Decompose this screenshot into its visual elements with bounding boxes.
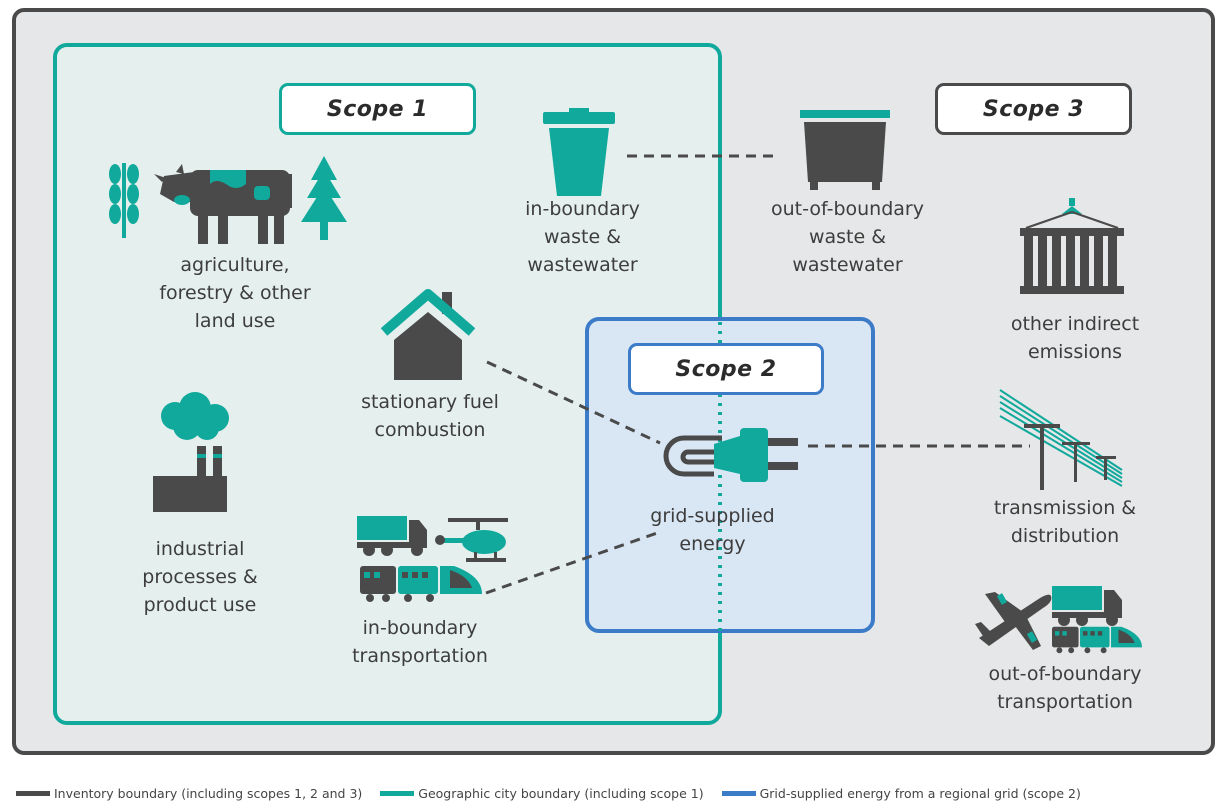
house-icon [380, 289, 476, 380]
scope-1-label: Scope 1 [279, 83, 476, 135]
trash-bin-icon [543, 108, 615, 196]
legend-swatch [721, 790, 756, 796]
container-icon [1020, 198, 1124, 294]
wheat-icon [109, 163, 139, 238]
legend-item-inventory: Inventory boundary (including scopes 1, … [16, 786, 362, 801]
out-of-boundary-transportation-label: out-of-boundary transportation [988, 663, 1142, 713]
truck-icon [357, 516, 427, 556]
transmission-distribution-label: transmission & distribution [993, 497, 1137, 547]
legend-item-city: Geographic city boundary (including scop… [380, 785, 704, 801]
tree-icon [301, 156, 347, 240]
other-indirect-emissions-label: other indirect emissions [1010, 313, 1140, 363]
scope-2-label: Scope 2 [628, 343, 824, 395]
connector-transport-grid [485, 530, 661, 595]
grid-supplied-energy-label: grid-supplied energy [650, 505, 775, 555]
power-line-icon [999, 389, 1123, 490]
in-boundary-waste-label: in-boundary waste & wastewater [525, 198, 640, 276]
dumpster-icon [800, 110, 890, 190]
agriculture-label: agriculture, forestry & other land use [159, 254, 311, 332]
stationary-fuel-label: stationary fuel combustion [361, 391, 499, 441]
train-icon [1052, 626, 1142, 654]
legend-item-grid: Grid-supplied energy from a regional gri… [721, 785, 1081, 801]
plug-icon [663, 428, 798, 482]
train-icon [360, 566, 482, 602]
truck-icon [1052, 586, 1122, 626]
connector-stationary-grid [486, 360, 661, 445]
legend-swatch [380, 790, 415, 796]
legend-swatch [16, 790, 50, 796]
cloud-factory-icon [153, 392, 229, 512]
industrial-label: industrial processes & product use [142, 538, 258, 616]
scope-3-label: Scope 3 [935, 83, 1132, 135]
legend-label: Grid-supplied energy from a regional gri… [759, 785, 1081, 801]
cow-icon [154, 164, 292, 244]
helicopter-icon [435, 518, 508, 562]
legend-label: Inventory boundary (including scopes 1, … [54, 785, 363, 801]
legend: Inventory boundary (including scopes 1, … [16, 783, 1221, 803]
legend-label: Geographic city boundary (including scop… [418, 785, 704, 801]
in-boundary-transportation-label: in-boundary transportation [352, 617, 488, 667]
out-of-boundary-waste-label: out-of-boundary waste & wastewater [771, 198, 924, 276]
airplane-icon [975, 592, 1052, 650]
